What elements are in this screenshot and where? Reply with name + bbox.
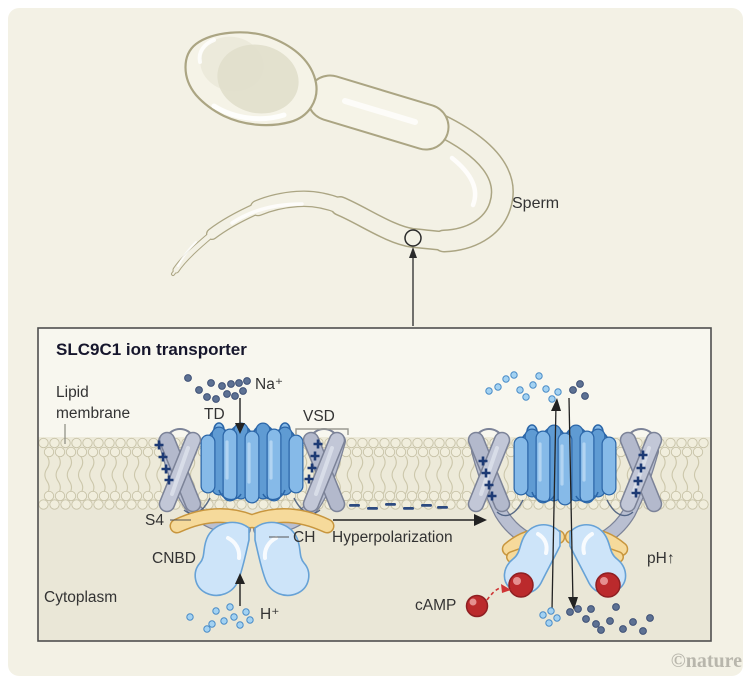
cytoplasm-label: Cytoplasm <box>44 589 118 606</box>
camp-free-molecule <box>465 584 511 618</box>
nature-credit: ©nature <box>670 650 742 672</box>
proton-label: H⁺ <box>260 606 280 623</box>
sperm-label: Sperm <box>512 195 560 212</box>
ion-flux-arrows <box>551 397 578 611</box>
panel-title: SLC9C1 ion transporter <box>56 340 247 359</box>
ion-dots <box>184 371 654 635</box>
sodium-label: Na⁺ <box>255 376 283 393</box>
zoom-marker-circle <box>404 229 422 247</box>
transporter-panel <box>37 327 712 642</box>
lipid-membrane-label: Lipid membrane <box>56 384 131 422</box>
negative-charge-dashes <box>349 503 448 510</box>
camp-label: cAMP <box>415 597 457 614</box>
transporter-activated <box>475 397 655 611</box>
proton-entry-arrow <box>235 573 245 606</box>
ph-label: pH↑ <box>647 550 675 567</box>
vsd-label: VSD <box>303 408 335 425</box>
s4-label: S4 <box>145 512 164 529</box>
hyperpolarization-arrow <box>333 514 487 526</box>
hyperpolarization-label: Hyperpolarization <box>332 529 453 546</box>
zoom-pointer-arrow <box>409 247 417 326</box>
sperm-illustration <box>171 31 514 326</box>
sodium-entry-arrow <box>235 398 245 434</box>
cnbd-label: CNBD <box>152 550 196 567</box>
ch-label: CH <box>293 529 316 546</box>
camp-bound-molecules <box>508 572 621 598</box>
vsd-bracket <box>295 428 349 435</box>
panel-border <box>37 327 712 642</box>
transporter-resting <box>153 423 340 597</box>
td-label: TD <box>204 406 225 423</box>
